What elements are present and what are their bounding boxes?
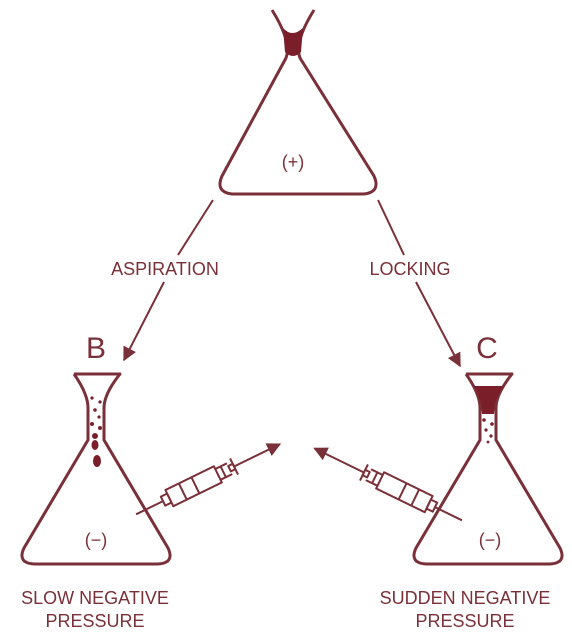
flask-b-letter: B: [86, 332, 106, 365]
top-flask-fluid: [283, 28, 303, 56]
locking-edge: LOCKING: [369, 199, 461, 368]
aspiration-arrow-upper: [177, 199, 214, 256]
flask-c: C (−) SUDDEN NEGATIVE PRESSURE: [380, 332, 564, 631]
locking-label: LOCKING: [369, 259, 450, 279]
flask-b-icon: [20, 372, 172, 566]
flask-c-sign: (−): [479, 530, 502, 550]
syringe-left: [135, 443, 282, 516]
aspiration-label: ASPIRATION: [111, 259, 219, 279]
top-flask-sign: (+): [282, 152, 305, 172]
flask-c-droplets: [482, 418, 494, 444]
aspiration-arrow-icon: [123, 281, 165, 362]
aspiration-edge: ASPIRATION: [111, 199, 219, 362]
syringe-right: [313, 447, 463, 522]
flask-b: B (−) SLOW NEGATIVE PRESSURE: [20, 332, 172, 631]
locking-arrow-upper: [377, 199, 405, 256]
flask-c-letter: C: [476, 332, 498, 365]
flask-c-caption-line2: PRESSURE: [415, 611, 514, 631]
syringe-right-arrow-icon: [313, 447, 365, 474]
flask-b-droplets: [90, 396, 102, 467]
locking-arrow-icon: [415, 281, 461, 368]
flask-c-icon: [412, 372, 564, 566]
syringe-left-arrow-icon: [233, 443, 282, 468]
flask-b-sign: (−): [85, 530, 108, 550]
flask-b-caption-line2: PRESSURE: [45, 611, 144, 631]
flask-c-fluid: [474, 386, 504, 414]
top-flask: (+): [218, 9, 378, 196]
syringe-right-icon: [359, 463, 463, 522]
flask-c-caption-line1: SUDDEN NEGATIVE: [380, 588, 551, 608]
flask-b-caption-line1: SLOW NEGATIVE: [21, 588, 169, 608]
